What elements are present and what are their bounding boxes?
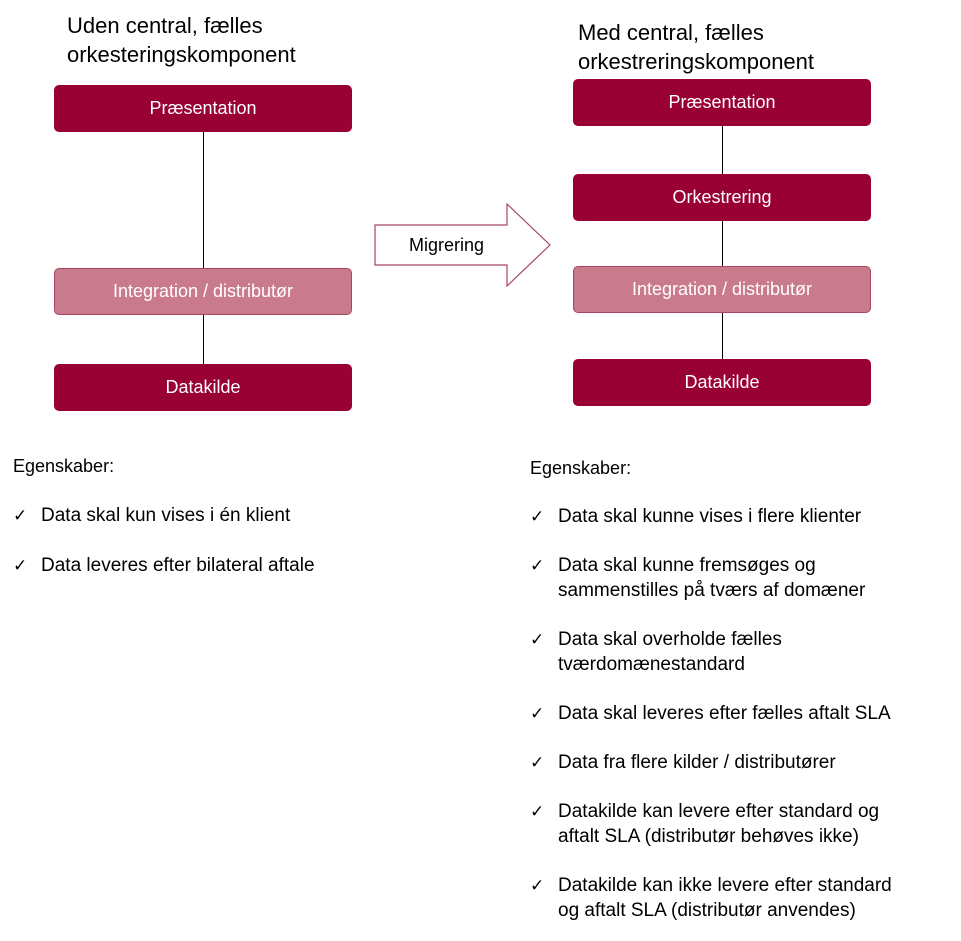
right-prop-line: Datakilde kan ikke levere efter standard	[558, 875, 892, 896]
migration-arrow-label: Migrering	[409, 235, 485, 255]
check-icon: ✓	[530, 876, 545, 895]
right-prop-line: aftalt SLA (distributør behøves ikke)	[558, 826, 859, 847]
right-props-list: ✓ Data skal kunne vises i flere klienter…	[530, 504, 955, 923]
right-prop-line: Data skal kunne vises i flere klienter	[558, 506, 862, 527]
right-title-line2: orkestreringskomponent	[578, 49, 815, 74]
right-title-line1: Med central, fælles	[578, 20, 764, 45]
left-integration-box: Integration / distributør	[54, 268, 352, 315]
right-prop-item: ✓ Datakilde kan ikke levere efter standa…	[530, 873, 955, 923]
right-prop-line: sammenstilles på tværs af domæner	[558, 580, 866, 601]
left-props-list: ✓ Data skal kun vises i én klient ✓ Data…	[13, 503, 393, 578]
right-prop-line: Data skal leveres efter fælles aftalt SL…	[558, 703, 891, 724]
right-orchestration-box: Orkestrering	[573, 174, 871, 221]
right-prop-line: Datakilde kan levere efter standard og	[558, 801, 880, 822]
right-integration-label: Integration / distributør	[631, 279, 813, 299]
left-prop-item: ✓ Data leveres efter bilateral aftale	[13, 553, 393, 578]
right-prop-item: ✓ Data skal kunne vises i flere klienter	[530, 504, 955, 529]
left-title-line1: Uden central, fælles	[67, 13, 263, 38]
right-prop-line: og aftalt SLA (distributør anvendes)	[558, 900, 856, 921]
right-props-heading: Egenskaber:	[530, 458, 632, 478]
right-integration-box: Integration / distributør	[573, 266, 871, 313]
check-icon: ✓	[13, 556, 28, 575]
right-prop-line: Data skal overholde fælles	[558, 629, 782, 650]
left-datasource-box: Datakilde	[54, 364, 352, 411]
check-icon: ✓	[530, 556, 545, 575]
left-presentation-label: Præsentation	[149, 98, 257, 118]
left-connector-bottom	[203, 315, 204, 365]
right-prop-item: ✓ Data fra flere kilder / distributører	[530, 750, 955, 775]
right-prop-item: ✓ Data skal leveres efter fælles aftalt …	[530, 701, 955, 726]
right-connector-2	[722, 221, 723, 267]
right-datasource-label: Datakilde	[684, 372, 760, 392]
right-prop-line: Data skal kunne fremsøges og	[558, 555, 816, 576]
check-icon: ✓	[530, 753, 545, 772]
check-icon: ✓	[530, 704, 545, 723]
check-icon: ✓	[530, 507, 545, 526]
check-icon: ✓	[530, 802, 545, 821]
right-title: Med central, fælles orkestreringskompone…	[578, 18, 814, 76]
right-prop-line: Data fra flere kilder / distributører	[558, 752, 836, 773]
right-connector-3	[722, 313, 723, 359]
migration-arrow-icon	[374, 203, 551, 287]
right-prop-line: tværdomænestandard	[558, 654, 745, 675]
right-connector-1	[722, 126, 723, 174]
right-presentation-label: Præsentation	[668, 92, 776, 112]
right-orchestration-label: Orkestrering	[672, 187, 772, 207]
left-title: Uden central, fælles orkesteringskompone…	[67, 11, 296, 69]
left-title-line2: orkesteringskomponent	[67, 42, 296, 67]
check-icon: ✓	[13, 506, 28, 525]
left-integration-label: Integration / distributør	[112, 281, 294, 301]
right-prop-item: ✓ Data skal kunne fremsøges og sammensti…	[530, 553, 955, 603]
check-icon: ✓	[530, 630, 545, 649]
left-prop-text: Data leveres efter bilateral aftale	[41, 555, 315, 576]
left-props-heading: Egenskaber:	[13, 456, 115, 476]
left-presentation-box: Præsentation	[54, 85, 352, 132]
left-prop-item: ✓ Data skal kun vises i én klient	[13, 503, 393, 528]
left-datasource-label: Datakilde	[165, 377, 241, 397]
right-prop-item: ✓ Data skal overholde fælles tværdomænes…	[530, 627, 955, 677]
left-prop-text: Data skal kun vises i én klient	[41, 505, 291, 526]
right-datasource-box: Datakilde	[573, 359, 871, 406]
right-presentation-box: Præsentation	[573, 79, 871, 126]
right-prop-item: ✓ Datakilde kan levere efter standard og…	[530, 799, 955, 849]
left-connector-top	[203, 132, 204, 269]
